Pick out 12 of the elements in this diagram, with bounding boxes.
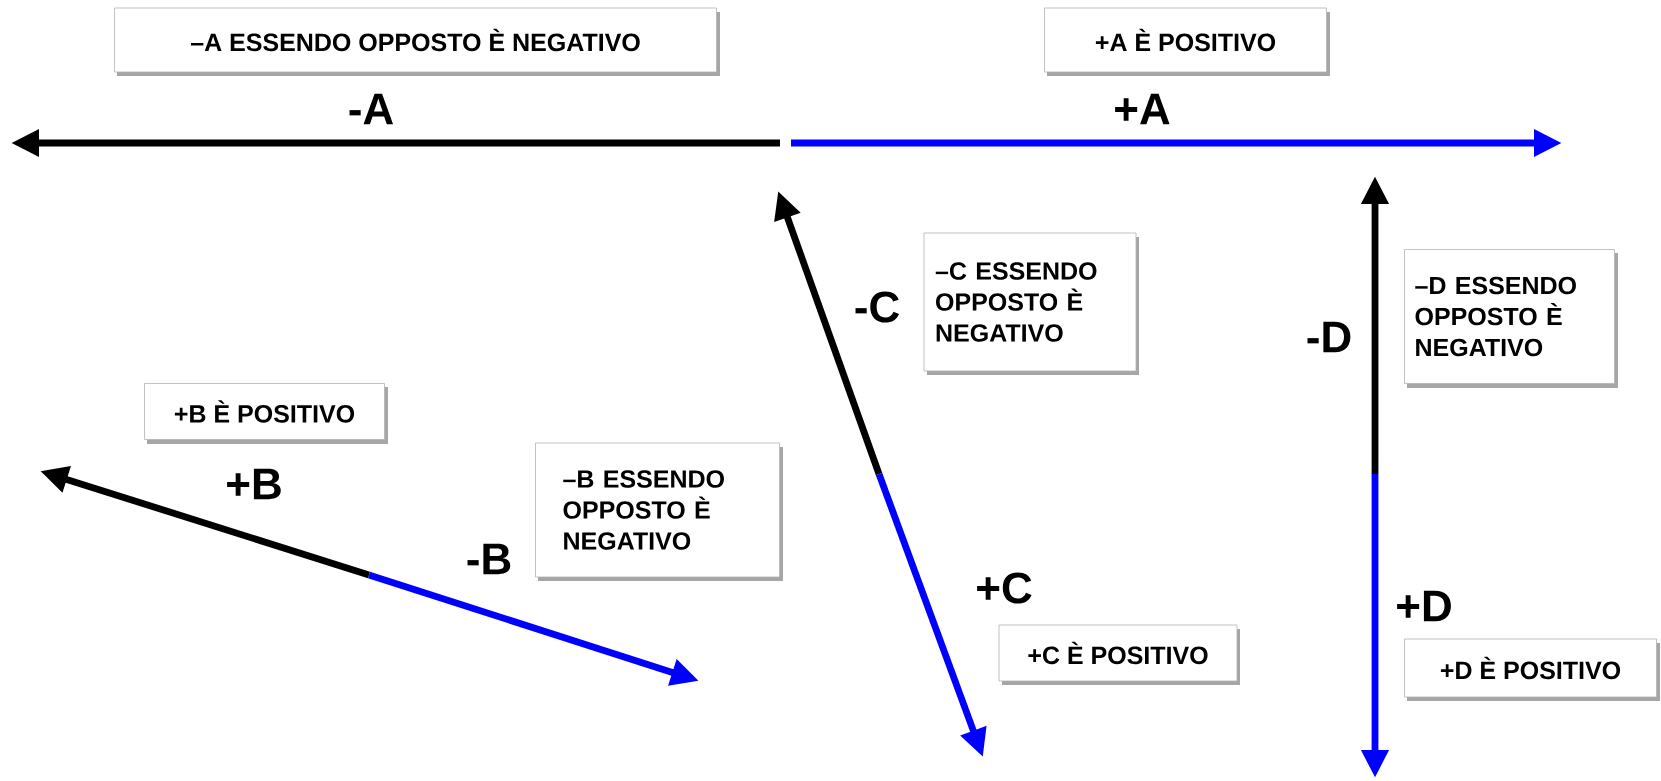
text-box: –D ESSENDO OPPOSTO È NEGATIVO [1404, 249, 1618, 388]
vector-label: -D [1307, 321, 1351, 353]
vector-label: -B [467, 543, 511, 575]
text-box: –A ESSENDO OPPOSTO È NEGATIVO [114, 7, 720, 76]
text-box: +A È POSITIVO [1044, 7, 1330, 76]
text-box: +C È POSITIVO [998, 624, 1240, 685]
vector-label: +C [977, 572, 1032, 604]
text-box: +D È POSITIVO [1404, 638, 1660, 701]
text-box: –B ESSENDO OPPOSTO È NEGATIVO [535, 442, 783, 581]
vector-label: +A [1115, 93, 1170, 125]
text-box: –C ESSENDO OPPOSTO È NEGATIVO [923, 232, 1139, 375]
text-box: +B È POSITIVO [144, 383, 388, 444]
